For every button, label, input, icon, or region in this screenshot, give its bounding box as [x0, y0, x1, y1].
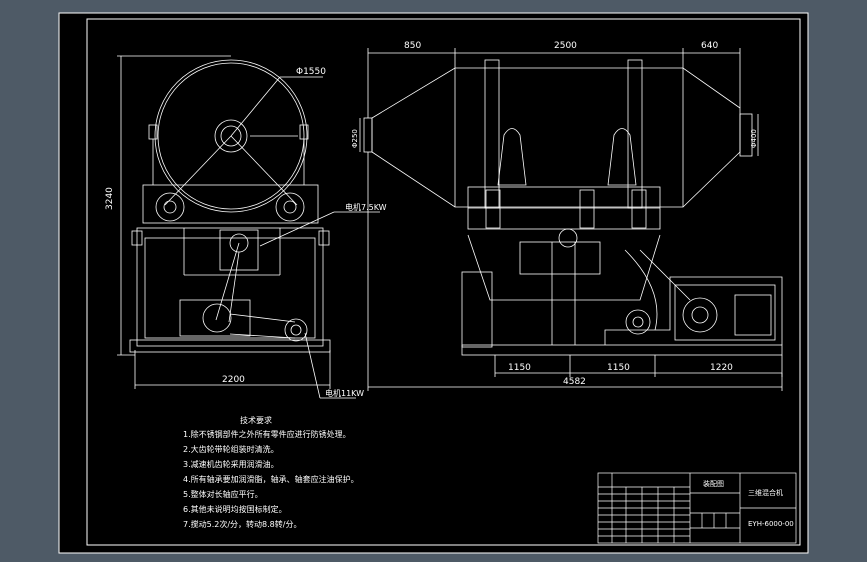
- tech-item: 4.所有轴承要加润滑脂，轴承、轴套应注油保护。: [183, 474, 359, 484]
- dimension-labels: Φ1550 3240 2200 850 2500 640 1150 1150 1…: [105, 41, 758, 398]
- leader-motor: [259, 211, 335, 247]
- flange-left: [131, 230, 143, 246]
- dim-base-1150-a: 1150: [508, 363, 531, 373]
- idler-pulley: [625, 309, 651, 335]
- swing-arm: [624, 249, 658, 331]
- tech-item: 2.大齿轮带轮组装时清洗。: [183, 444, 279, 454]
- dim-length-total: 4582: [563, 377, 586, 387]
- roller-left: [155, 192, 185, 222]
- drive-belt: [228, 251, 240, 323]
- drum-circle: [154, 59, 308, 213]
- dim-length-2500: 2500: [554, 41, 577, 51]
- tech-item: 3.减速机齿轮采用润滑油。: [183, 459, 279, 469]
- flange-right: [318, 230, 330, 246]
- drive-belt: [215, 242, 240, 321]
- upper-frame: [142, 184, 319, 224]
- product-name: 三维混合机: [748, 488, 783, 497]
- front-motor-wheel-hub: [691, 306, 709, 324]
- port-right: [739, 113, 753, 157]
- side-base: [129, 339, 331, 353]
- tech-item: 6.其他未说明均按国标制定。: [183, 504, 287, 514]
- bracket-2: [607, 128, 637, 186]
- dim-base-1220: 1220: [710, 363, 733, 373]
- drum-spoke: [164, 135, 232, 206]
- title-block-text: 装配图 三维混合机 EYH-6000-00: [703, 479, 794, 528]
- drawing-name: 装配图: [703, 479, 724, 488]
- dim-left-port: Φ250: [351, 129, 359, 148]
- tech-item: 1.除不锈钢部件之外所有零件应进行防锈处理。: [183, 429, 351, 439]
- front-gear: [558, 228, 578, 248]
- drawing-border: [86, 18, 801, 546]
- drum-inner-circle: [157, 62, 305, 210]
- lower-pulley: [284, 318, 308, 342]
- lower-gear: [202, 303, 232, 333]
- tech-title: 技术要求: [240, 415, 272, 425]
- lower-housing: [467, 234, 661, 301]
- cradle-clamp: [579, 189, 595, 229]
- lower-frame: [136, 227, 324, 347]
- front-gearbox: [734, 294, 772, 336]
- front-view: [359, 48, 783, 391]
- lower-belt: [229, 333, 296, 339]
- drawing-number: EYH-6000-00: [748, 520, 794, 528]
- drum-hub-outer: [214, 119, 248, 153]
- roller-right-hub: [283, 200, 297, 214]
- dim-length-640: 640: [701, 41, 718, 51]
- drum-hub-inner: [220, 125, 242, 147]
- title-block: [597, 472, 797, 544]
- bracket-1: [497, 128, 527, 186]
- roller-left-hub: [163, 200, 177, 214]
- side-view: [117, 55, 380, 399]
- front-base: [461, 344, 783, 356]
- front-base-step: [604, 276, 783, 345]
- lower-frame-inner: [144, 237, 316, 339]
- upper-gearbox: [219, 229, 259, 271]
- dim-length-850: 850: [404, 41, 421, 51]
- cradle-clamp: [485, 189, 501, 229]
- front-belt: [639, 249, 691, 301]
- leader-lower-motor: [304, 332, 321, 399]
- tech-item: 5.整体对长轴应平行。: [183, 489, 263, 499]
- dim-width-side: 2200: [222, 375, 245, 385]
- callout-motor: 电机7.5KW: [345, 202, 387, 212]
- leader-diameter: [230, 76, 281, 137]
- idler-pulley-hub: [632, 316, 644, 328]
- lower-belt: [229, 313, 296, 323]
- lower-motor: [179, 299, 251, 337]
- front-motor-box: [674, 284, 776, 341]
- tech-requirements: 技术要求 1.除不锈钢部件之外所有零件应进行防锈处理。 2.大齿轮带轮组装时清洗…: [183, 415, 359, 529]
- dim-diameter-drum: Φ1550: [296, 67, 326, 77]
- callout-lower-motor: 电机11KW: [325, 388, 364, 398]
- lower-pulley-hub: [290, 324, 302, 336]
- front-base-left: [461, 271, 493, 348]
- roller-right: [275, 192, 305, 222]
- dim-right-port: Φ400: [750, 129, 758, 148]
- tech-item: 7.搅动5.2次/分，转动8.8转/分。: [183, 519, 301, 529]
- dim-height-total: 3240: [105, 187, 115, 210]
- cradle-clamp: [631, 189, 647, 229]
- front-motor-wheel: [682, 297, 718, 333]
- dim-base-1150-b: 1150: [607, 363, 630, 373]
